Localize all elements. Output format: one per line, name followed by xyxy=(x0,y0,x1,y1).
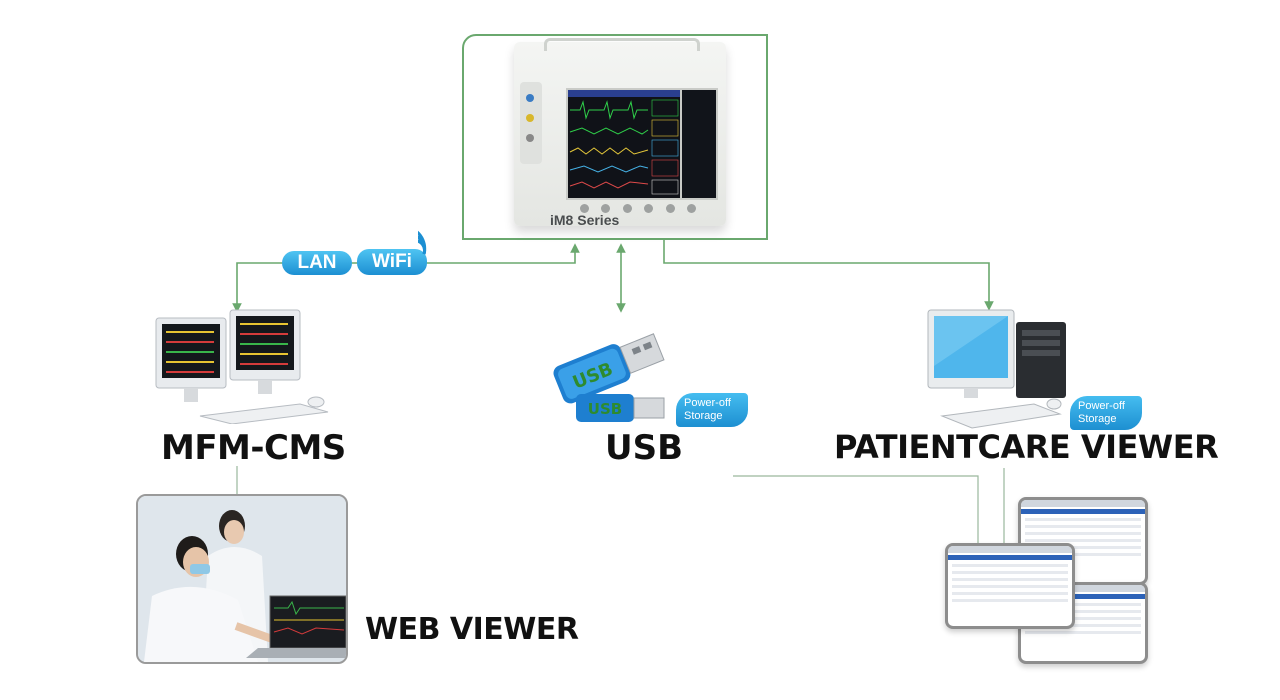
badge-line1: Power-off xyxy=(684,397,731,409)
wifi-badge: WiFi xyxy=(357,249,427,275)
badge-line1: Power-off xyxy=(1078,400,1125,412)
central-monitor-card: iM8 Series xyxy=(462,34,768,240)
patientcare-viewer-label: PATIENTCARE VIEWER xyxy=(834,428,1219,466)
line-usb-to-reports xyxy=(733,475,979,543)
dual-monitor-workstation-icon xyxy=(155,309,329,424)
viewer-power-off-badge: Power-off Storage xyxy=(1070,396,1142,430)
badge-line2: Storage xyxy=(684,410,723,422)
line-monitor-to-viewer xyxy=(663,240,994,311)
report-window xyxy=(945,543,1075,629)
wifi-signal-icon xyxy=(418,228,427,255)
usb-power-off-badge: Power-off Storage xyxy=(676,393,748,427)
clinical-staff-photo xyxy=(136,494,348,664)
lan-badge: LAN xyxy=(282,251,352,275)
cms-label: MFM-CMS xyxy=(161,428,346,468)
usb-stick-icon: USB USB xyxy=(553,333,665,422)
badge-line2: Storage xyxy=(1078,413,1117,425)
web-viewer-label: WEB VIEWER xyxy=(365,612,579,647)
svg-text:USB: USB xyxy=(588,400,622,418)
report-window xyxy=(1018,497,1148,585)
patient-monitor-image xyxy=(514,38,726,226)
monitor-screen xyxy=(566,88,682,200)
device-caption: iM8 Series xyxy=(550,212,620,228)
desktop-pc-icon xyxy=(927,309,1066,429)
usb-label: USB xyxy=(605,428,684,468)
